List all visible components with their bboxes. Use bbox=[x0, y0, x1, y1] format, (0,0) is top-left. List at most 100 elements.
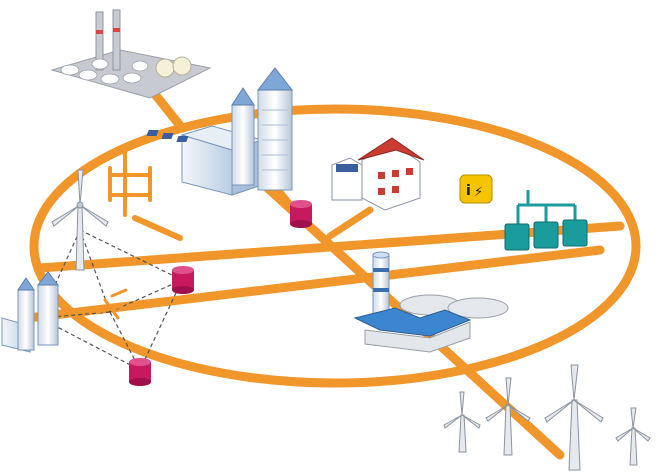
plant-tower-roof bbox=[36, 271, 60, 286]
storage-cylinder-right bbox=[172, 266, 194, 294]
house-roof bbox=[357, 137, 425, 161]
badge-label: i bbox=[466, 183, 471, 199]
tower-right-roof bbox=[256, 67, 294, 91]
plant-tower bbox=[17, 289, 35, 351]
plant-tank bbox=[78, 69, 98, 81]
virtual-link bbox=[139, 279, 183, 371]
turbine-blade bbox=[79, 204, 109, 227]
turbine-blade bbox=[51, 204, 81, 227]
industrial-plant-icon bbox=[1, 271, 60, 353]
plant-tank bbox=[100, 73, 120, 85]
virtual-link bbox=[109, 311, 141, 371]
tower-left-roof bbox=[231, 87, 255, 106]
chimney-band bbox=[96, 30, 103, 34]
hub-pipe bbox=[110, 288, 128, 298]
storage-cylinder-bottom bbox=[129, 358, 151, 386]
roof-solar-panel bbox=[146, 130, 159, 136]
houses-with-solar-icon bbox=[331, 137, 425, 211]
plant-sphere bbox=[172, 56, 192, 76]
battery-storage-icon bbox=[504, 190, 588, 251]
turbine-blade bbox=[615, 427, 634, 442]
cylinder-bottom bbox=[172, 286, 194, 294]
smart-meter-icon: i ⚡ bbox=[459, 174, 493, 204]
roof-solar-panel bbox=[161, 133, 174, 139]
virtual-link bbox=[79, 229, 183, 281]
plant-tower bbox=[37, 284, 59, 346]
turbine-hub bbox=[76, 201, 84, 209]
turbine-blade bbox=[632, 427, 651, 442]
chimney bbox=[112, 9, 121, 71]
plant-column bbox=[372, 254, 390, 318]
turbine-tower bbox=[75, 204, 85, 271]
turbine-blade bbox=[443, 414, 463, 429]
plant-column-band bbox=[373, 268, 389, 272]
chimney-band bbox=[113, 28, 120, 32]
turbine-tower bbox=[458, 414, 467, 453]
plant-column-top bbox=[372, 251, 390, 259]
storage-cylinder-center bbox=[290, 200, 312, 228]
badge-symbol: ⚡ bbox=[474, 185, 483, 200]
storage-container bbox=[562, 219, 588, 247]
storage-container bbox=[533, 221, 559, 249]
house-window bbox=[378, 172, 385, 179]
hub-pipe bbox=[123, 140, 147, 152]
cylinder-bottom bbox=[129, 378, 151, 386]
grid-line-hub-spur bbox=[132, 215, 183, 241]
small-hub-icon bbox=[96, 288, 128, 320]
badge-box bbox=[459, 174, 493, 204]
wind-turbine-icon bbox=[443, 391, 481, 453]
virtual-link bbox=[109, 279, 183, 313]
office-building-icon bbox=[146, 67, 294, 196]
turbine-blade bbox=[77, 169, 84, 206]
hub-pipe bbox=[96, 304, 124, 314]
plant-tank bbox=[60, 64, 80, 76]
hall-roof bbox=[353, 307, 472, 337]
turbine-blade bbox=[544, 399, 575, 423]
cylinder-bottom bbox=[290, 220, 312, 228]
virtual-link bbox=[79, 229, 111, 313]
distribution-hub-icon bbox=[108, 140, 152, 217]
grid-ring bbox=[29, 104, 641, 388]
tower-left bbox=[231, 104, 255, 186]
cylinder-top bbox=[129, 358, 151, 366]
small-house-solar-panel bbox=[336, 164, 358, 172]
grid-network bbox=[23, 83, 641, 460]
roof-solar-panel bbox=[176, 136, 189, 142]
cylinder-body bbox=[172, 270, 194, 290]
plant-sphere bbox=[155, 58, 175, 78]
house-window bbox=[392, 186, 399, 193]
wind-turbine-icon bbox=[485, 377, 531, 456]
hall-wall bbox=[364, 321, 471, 353]
turbine-tower bbox=[568, 399, 581, 471]
house-window bbox=[378, 188, 385, 195]
cylinder-body bbox=[129, 362, 151, 382]
wind-turbine-icon bbox=[615, 407, 651, 466]
wind-farm bbox=[443, 364, 651, 471]
cylinder-top bbox=[172, 266, 194, 274]
turbine-tower bbox=[629, 427, 638, 466]
wind-turbine-icon bbox=[51, 169, 109, 271]
turbine-blade bbox=[505, 377, 512, 406]
basin bbox=[447, 297, 509, 319]
virtual-link bbox=[39, 317, 141, 371]
turbine-blade bbox=[459, 391, 465, 416]
plant-tank bbox=[91, 58, 109, 70]
cylinder-body bbox=[290, 204, 312, 224]
wind-turbine-icon bbox=[544, 364, 604, 471]
turbine-blade bbox=[573, 399, 604, 423]
plant-column-band bbox=[373, 288, 389, 292]
grid-line-houses-link bbox=[326, 206, 374, 240]
energy-storage-icon bbox=[129, 200, 312, 386]
turbine-blade bbox=[507, 404, 531, 422]
turbine-tower bbox=[503, 404, 513, 456]
storage-container bbox=[504, 223, 530, 251]
turbine-blade bbox=[485, 404, 509, 422]
plant-tower-roof bbox=[17, 277, 35, 291]
turbine-blade bbox=[461, 414, 481, 429]
cylinder-top bbox=[290, 200, 312, 208]
plant-tank bbox=[131, 60, 149, 72]
treatment-plant-icon bbox=[353, 251, 509, 353]
power-plant-icon bbox=[50, 9, 212, 99]
house-window bbox=[392, 170, 399, 177]
